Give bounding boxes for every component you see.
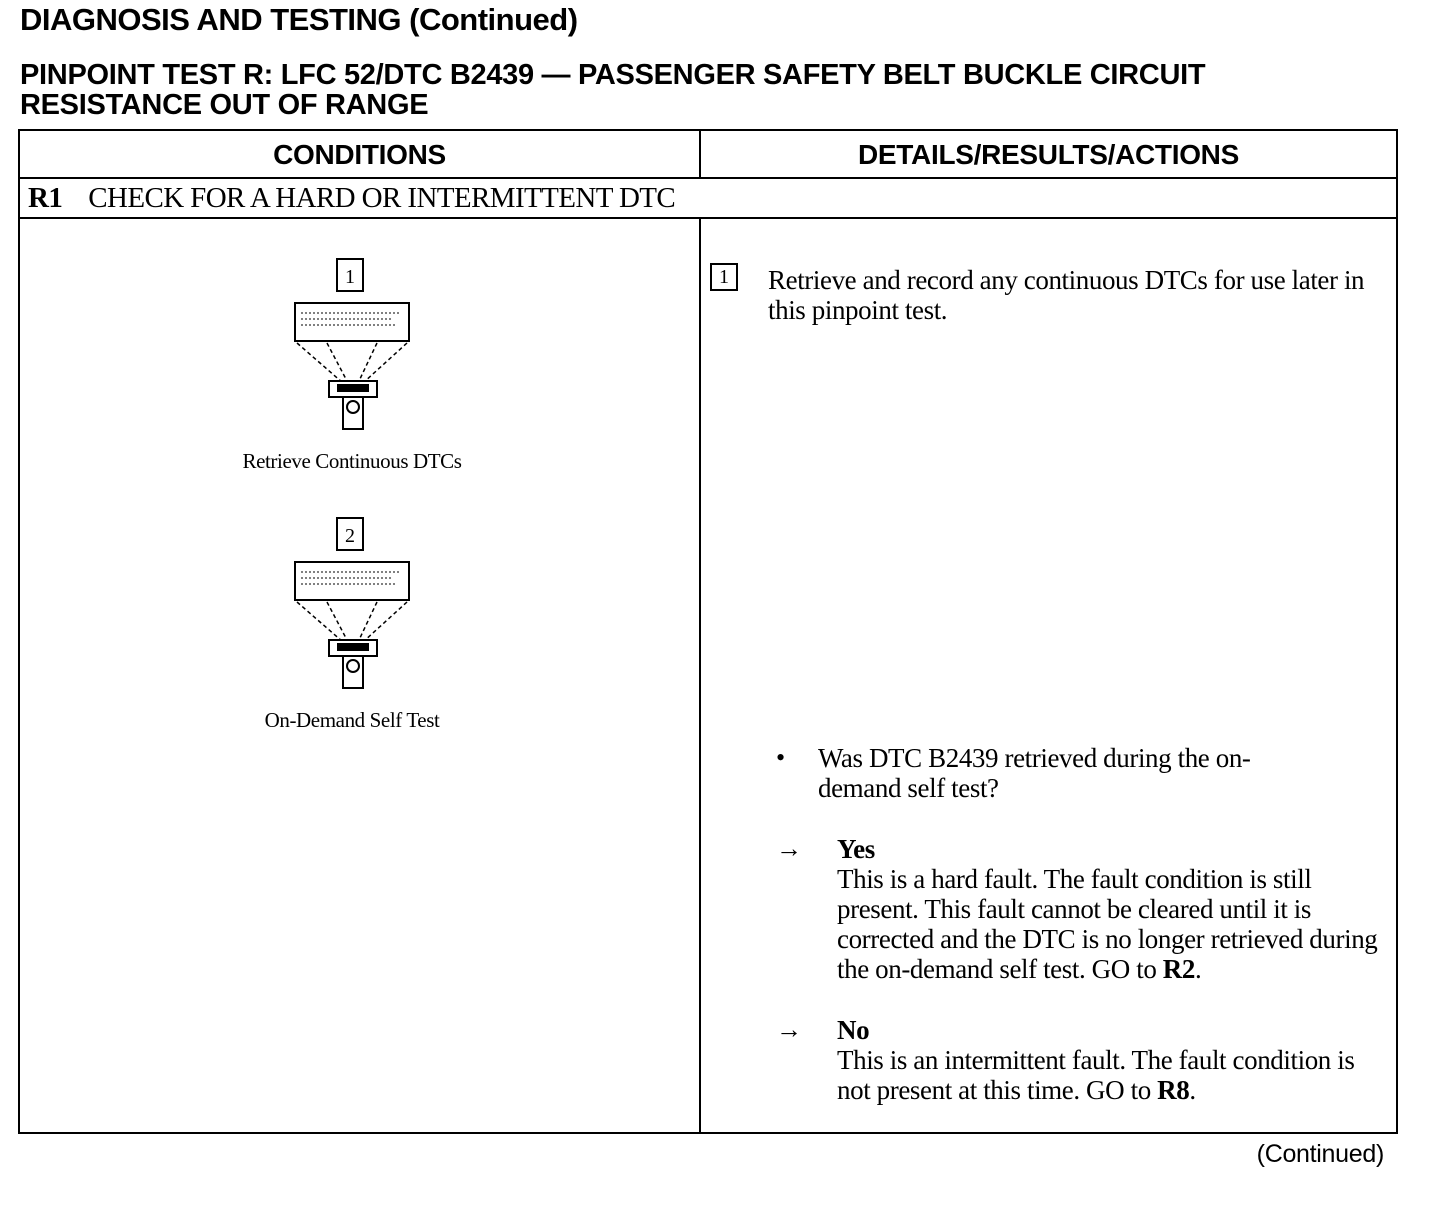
illustration-number: 2 — [345, 525, 355, 547]
bullet-icon: • — [776, 743, 786, 772]
illustration-caption: Retrieve Continuous DTCs — [242, 449, 462, 473]
continued-footer: (Continued) — [1256, 1140, 1385, 1168]
detail-item-1-text: Retrieve and record any continuous DTCs … — [768, 265, 1365, 325]
illustration-retrieve-dtcs: 1 Retrieve Continuous DTCs — [232, 257, 472, 474]
pinpoint-test-table: CONDITIONS DETAILS/RESULTS/ACTIONS R1 CHE… — [18, 129, 1398, 1134]
answer-no-tail: . — [1189, 1075, 1196, 1105]
answer-yes: Yes This is a hard fault. The fault cond… — [837, 834, 1387, 984]
step-title: CHECK FOR A HARD OR INTERMITTENT DTC — [88, 182, 676, 214]
illustration-number: 1 — [345, 266, 355, 288]
header-divider — [699, 131, 701, 177]
column-header-details: DETAILS/RESULTS/ACTIONS — [858, 139, 1239, 170]
test-title-line-1: PINPOINT TEST R: LFC 52/DTC B2439 — PASS… — [20, 59, 1206, 91]
body-divider — [699, 219, 701, 1132]
column-header-conditions: CONDITIONS — [273, 139, 446, 170]
arrow-right-icon: → — [776, 1015, 802, 1044]
illustration-on-demand-self-test: 2 On-Demand Self Test — [232, 516, 472, 733]
arrow-right-icon: → — [776, 834, 802, 863]
step-rule — [20, 217, 1396, 219]
page-heading: DIAGNOSIS AND TESTING (Continued) — [20, 2, 578, 37]
test-title-line-2: RESISTANCE OUT OF RANGE — [20, 89, 429, 121]
illustration-caption: On-Demand Self Test — [264, 708, 440, 732]
answer-yes-tail: . — [1194, 954, 1202, 984]
step-row: R1 CHECK FOR A HARD OR INTERMITTENT DTC — [28, 180, 676, 216]
answer-yes-label: Yes — [837, 834, 875, 864]
detail-step-number: 1 — [710, 263, 738, 291]
answer-no-text: This is an intermittent fault. The fault… — [837, 1045, 1355, 1105]
detail-question: Was DTC B2439 retrieved during the on-de… — [818, 743, 1251, 803]
pinpoint-test-title: PINPOINT TEST R: LFC 52/DTC B2439 — PASS… — [20, 60, 1400, 120]
answer-no: No This is an intermittent fault. The fa… — [837, 1015, 1367, 1105]
answer-yes-text: This is a hard fault. The fault conditio… — [837, 864, 1378, 984]
answer-yes-goto-ref: R2 — [1162, 954, 1196, 984]
answer-no-goto-ref: R8 — [1157, 1075, 1190, 1105]
step-id: R1 — [28, 182, 63, 214]
header-rule — [20, 177, 1396, 179]
answer-no-label: No — [837, 1015, 870, 1045]
scan-tool-icon: 2 — [294, 517, 410, 689]
scan-tool-icon: 1 — [294, 258, 410, 430]
